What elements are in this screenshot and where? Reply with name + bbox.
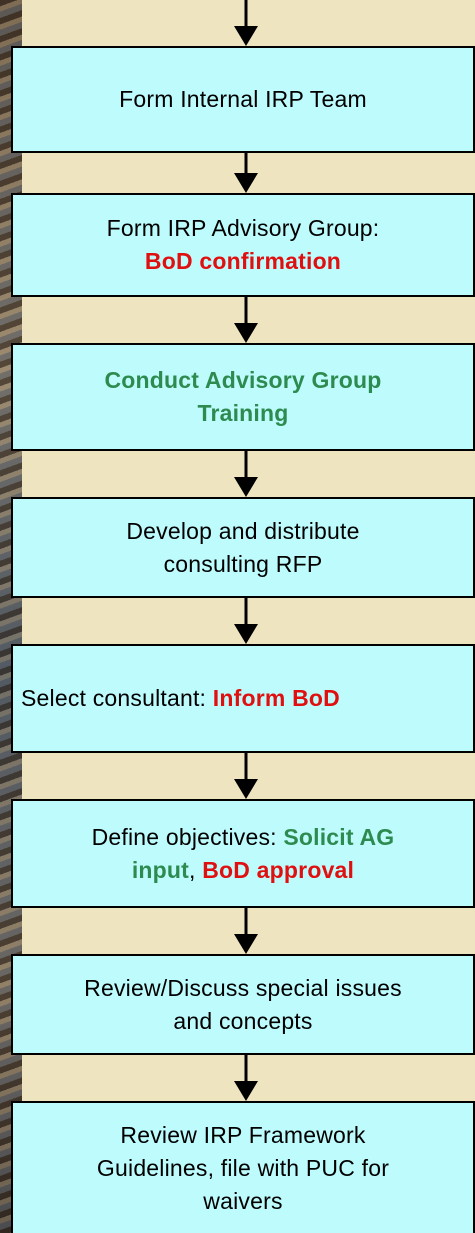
arrow-down-icon (233, 908, 259, 954)
step-emphasis: Inform BoD (212, 685, 340, 711)
step-emphasis: Solicit AG (283, 823, 395, 850)
step-text: Form Internal IRP Team (119, 86, 367, 112)
step-form-advisory-group: Form IRP Advisory Group: BoD confirmatio… (11, 193, 475, 297)
step-text: Form IRP Advisory Group: (106, 215, 380, 241)
step-emphasis: BoD approval (202, 856, 355, 883)
step-emphasis: input (131, 856, 190, 883)
step-text: consulting RFP (163, 550, 323, 577)
step-emphasis: Training (197, 400, 289, 426)
step-select-consultant: Select consultant: Inform BoD (11, 644, 475, 753)
arrow-down-icon (233, 153, 259, 193)
background-artwork (0, 0, 22, 1233)
step-text: Develop and distribute (126, 517, 360, 544)
step-develop-rfp: Develop and distribute consulting RFP (11, 497, 475, 598)
step-text: , (189, 856, 203, 883)
arrow-down-icon (233, 753, 259, 799)
step-emphasis: BoD confirmation (144, 248, 342, 274)
step-review-issues: Review/Discuss special issues and concep… (11, 954, 475, 1055)
arrow-down-icon (233, 297, 259, 343)
step-text: and concepts (173, 1007, 313, 1034)
step-text: waivers (203, 1187, 283, 1214)
arrow-down-icon (233, 451, 259, 497)
step-text: Select consultant: (21, 685, 213, 711)
step-conduct-training: Conduct Advisory Group Training (11, 343, 475, 451)
step-text: Guidelines, file with PUC for (96, 1154, 390, 1181)
step-text: Define objectives: (91, 823, 284, 850)
step-review-framework: Review IRP Framework Guidelines, file wi… (11, 1101, 475, 1233)
step-text: Review/Discuss special issues (84, 974, 402, 1001)
step-text: Review IRP Framework (120, 1121, 366, 1148)
arrow-down-icon (233, 0, 259, 46)
step-form-internal-team: Form Internal IRP Team (11, 46, 475, 153)
step-emphasis: Conduct Advisory Group (104, 367, 382, 393)
arrow-down-icon (233, 1055, 259, 1101)
step-define-objectives: Define objectives: Solicit AG input, BoD… (11, 799, 475, 908)
arrow-down-icon (233, 598, 259, 644)
